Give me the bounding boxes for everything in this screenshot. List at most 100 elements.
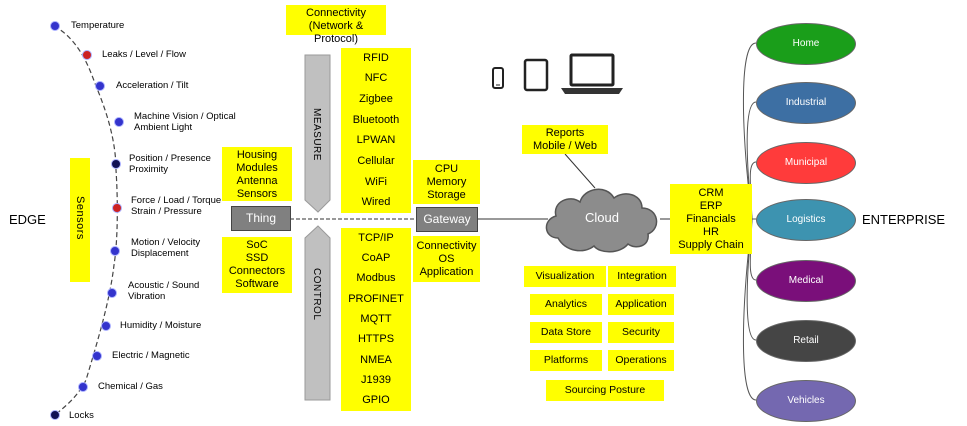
thing-bottom-item: Connectors [228, 265, 286, 277]
measure-item: NFC [364, 72, 388, 85]
measure-arrow [304, 54, 331, 213]
measure-item: LPWAN [356, 134, 396, 147]
sensor-label: Chemical / Gas [98, 381, 163, 392]
thing-top-item: Sensors [236, 188, 278, 200]
enterprise-app: ERP [699, 200, 723, 212]
vertical-vehicles[interactable]: Vehicles [756, 380, 856, 422]
sensor-dot [101, 321, 111, 331]
control-list: TCP/IP CoAP Modbus PROFINET MQTT HTTPS N… [341, 228, 411, 411]
fan-vehicles [742, 218, 757, 401]
gateway-top-item: CPU [434, 163, 459, 175]
sensor-dot [114, 117, 124, 127]
gateway-button[interactable]: Gateway [416, 207, 478, 232]
measure-item: Wired [361, 196, 391, 209]
sensor-dot [112, 203, 122, 213]
edge-label: EDGE [9, 212, 46, 227]
control-item: GPIO [362, 394, 390, 407]
enterprise-apps-box: CRM ERP Financials HR Supply Chain [670, 184, 752, 254]
sensor-dot [50, 21, 60, 31]
sensor-label: Leaks / Level / Flow [102, 49, 186, 60]
sensor-label: Acceleration / Tilt [116, 80, 189, 91]
measure-label: MEASURE [311, 108, 322, 161]
gateway-top-item: Storage [427, 189, 466, 201]
thing-top-item: Modules [236, 162, 278, 174]
reports-box: Reports Mobile / Web [522, 125, 608, 154]
cloud-tier-item: Security [608, 322, 674, 343]
vertical-medical[interactable]: Medical [756, 260, 856, 302]
gateway-bottom-box: Connectivity OS Application [413, 236, 480, 282]
sensor-dot [110, 246, 120, 256]
cloud-tier-item: Operations [608, 350, 674, 371]
measure-list: RFID NFC Zigbee Bluetooth LPWAN Cellular… [341, 48, 411, 213]
sourcing-posture-box: Sourcing Posture [546, 380, 664, 401]
devices [492, 53, 623, 94]
sensor-dot [92, 351, 102, 361]
cloud-tier-item: Platforms [530, 350, 602, 371]
cloud-tier-item: Analytics [530, 294, 602, 315]
sensors-label-box: Sensors [70, 158, 90, 282]
gateway-bottom-item: Connectivity [416, 240, 477, 252]
control-item: CoAP [361, 251, 391, 264]
enterprise-label: ENTERPRISE [862, 212, 946, 227]
reports-line1: Reports [545, 127, 585, 139]
thing-button[interactable]: Thing [231, 206, 291, 231]
gateway-bottom-item: OS [438, 253, 455, 265]
control-arrow [304, 225, 331, 401]
connectivity-title-line1: Connectivity [306, 7, 366, 19]
gateway-bottom-item: Application [419, 266, 474, 278]
connectivity-title: Connectivity (Network & Protocol) [286, 5, 386, 45]
control-item: MQTT [360, 312, 392, 325]
laptop-icon [561, 53, 623, 94]
measure-item: Bluetooth [352, 113, 400, 126]
thing-bottom-item: Software [235, 278, 279, 290]
gateway-top-box: CPU Memory Storage [413, 160, 480, 204]
cloud-tier-item: Visualization [524, 266, 606, 287]
sensor-dot [111, 159, 121, 169]
sensor-dot [107, 288, 117, 298]
thing-top-item: Antenna [236, 175, 278, 187]
gateway-top-item: Memory [426, 176, 467, 188]
sensor-label: Temperature [71, 20, 125, 31]
vertical-logistics[interactable]: Logistics [756, 199, 856, 241]
cloud-tier-item: Data Store [530, 322, 602, 343]
cloud-tier-item: Application [608, 294, 674, 315]
thing-top-box: Housing Modules Antenna Sensors [222, 147, 292, 201]
enterprise-app: Supply Chain [678, 239, 744, 251]
phone-icon [492, 67, 504, 89]
control-item: J1939 [361, 373, 391, 386]
sensor-dot [50, 410, 60, 420]
thing-bottom-item: SoC [246, 239, 268, 251]
control-item: Modbus [356, 272, 396, 285]
vertical-retail[interactable]: Retail [756, 320, 856, 362]
control-item: PROFINET [348, 292, 404, 305]
enterprise-app: Financials [686, 213, 736, 225]
control-label: CONTROL [311, 268, 322, 321]
thing-bottom-item: SSD [245, 252, 269, 264]
connectivity-title-line2: (Network & Protocol) [308, 20, 364, 45]
reports-line2: Mobile / Web [533, 140, 597, 152]
vertical-municipal[interactable]: Municipal [756, 142, 856, 184]
thing-bottom-box: SoC SSD Connectors Software [222, 237, 292, 293]
cloud-shape [545, 188, 658, 253]
cloud-tier-item: Integration [608, 266, 676, 287]
measure-item: RFID [363, 51, 389, 64]
enterprise-app: CRM [698, 187, 724, 199]
measure-item: Zigbee [359, 93, 393, 106]
measure-item: WiFi [365, 175, 387, 188]
thing-top-item: Housing [236, 149, 278, 161]
control-item: NMEA [360, 353, 392, 366]
sensor-label: Electric / Magnetic [112, 350, 190, 361]
sensor-dot [78, 382, 88, 392]
sensor-dot [82, 50, 92, 60]
vertical-industrial[interactable]: Industrial [756, 82, 856, 124]
vertical-home[interactable]: Home [756, 23, 856, 65]
tablet-icon [523, 58, 549, 92]
control-item: TCP/IP [358, 231, 394, 244]
control-item: HTTPS [357, 333, 395, 346]
